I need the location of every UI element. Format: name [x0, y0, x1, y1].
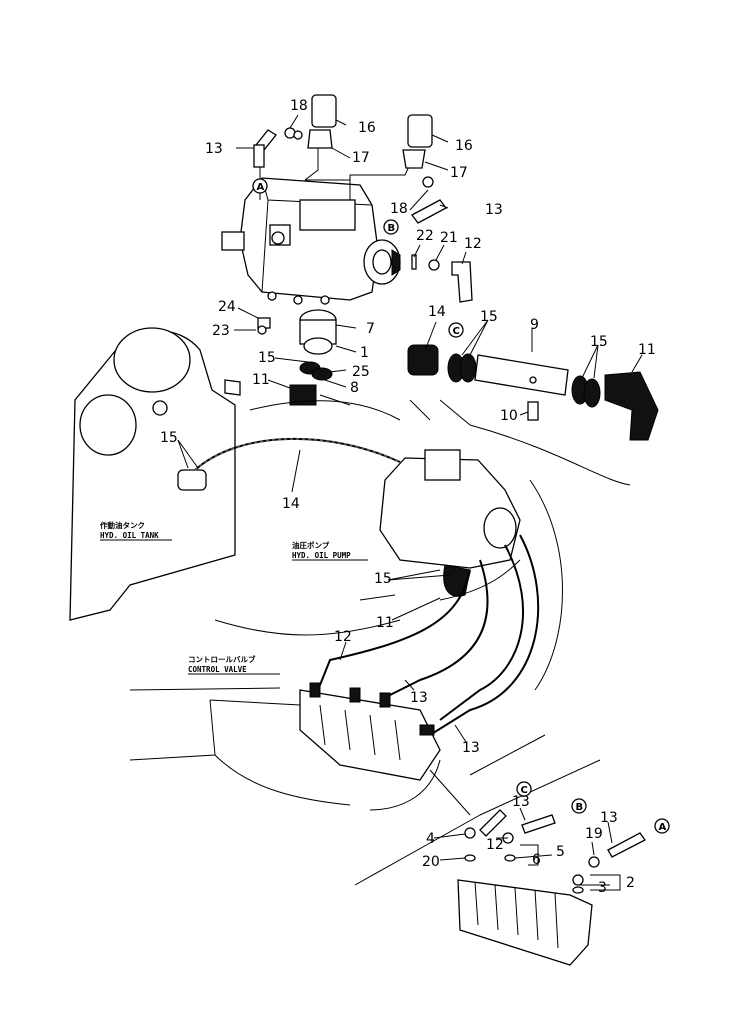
part-number: 13 [600, 810, 618, 826]
part-number: 10 [500, 408, 518, 424]
part-number: 16 [455, 138, 473, 154]
marker-a-top [252, 178, 268, 194]
control-valve-main [299, 682, 441, 781]
component-labels: 作動油タンク HYD. OIL TANK 油圧ポンプ HYD. OIL PUMP… [100, 520, 368, 675]
marker-a-bottom-label: A [659, 822, 667, 833]
marker-a-bottom [654, 818, 670, 834]
part-number: 13 [205, 141, 223, 157]
part-number: 11 [376, 615, 394, 631]
part-number: 17 [450, 165, 468, 181]
part-number: 18 [290, 98, 308, 114]
marker-b-bottom [571, 798, 587, 814]
part-number: 15 [590, 334, 608, 350]
part-number: 13 [410, 690, 428, 706]
part-number: 15 [160, 430, 178, 446]
part-number: 14 [282, 496, 300, 512]
part-number: 9 [530, 317, 539, 333]
marker-b-top-label: B [388, 223, 396, 234]
part-number: 2 [626, 875, 635, 891]
part-number: 13 [512, 794, 530, 810]
part-number: 12 [334, 629, 352, 645]
marker-a-top-label: A [257, 182, 265, 193]
part-number: 12 [464, 236, 482, 252]
part-number: 19 [585, 826, 603, 842]
part-number: 20 [422, 854, 440, 870]
detail-leader [429, 769, 471, 816]
pump-label-jp: 油圧ポンプ [292, 540, 330, 550]
part-number: 23 [212, 323, 230, 339]
part-number: 6 [532, 852, 541, 868]
part-number: 12 [486, 837, 504, 853]
marker-c-bottom [516, 781, 532, 797]
circle-markers: A B C C B A [252, 178, 670, 834]
part-number: 15 [258, 350, 276, 366]
part-number: 24 [218, 299, 236, 315]
tank-label-en: HYD. OIL TANK [100, 531, 159, 540]
part-number: 4 [426, 831, 435, 847]
pump-main [317, 449, 540, 736]
part-number: 13 [462, 740, 480, 756]
part-number: 21 [440, 230, 458, 246]
part-number-labels: 18 16 16 13 17 17 18 13 22 21 12 14 15 9… [160, 98, 656, 896]
part-number: 3 [598, 880, 607, 896]
valve-label-jp: コントロールバルブ [188, 654, 256, 664]
part-number: 18 [390, 201, 408, 217]
part-number: 8 [350, 380, 359, 396]
part-number: 17 [352, 150, 370, 166]
pump-detail-top [221, 94, 659, 441]
part-number: 1 [360, 345, 369, 361]
marker-c-bottom-label: C [521, 785, 528, 796]
valve-label-en: CONTROL VALVE [188, 665, 247, 674]
part-number: 25 [352, 364, 370, 380]
part-number: 5 [556, 844, 565, 860]
tank-label-jp: 作動油タンク [100, 520, 145, 530]
main-hoses [194, 438, 401, 471]
outline-lines [129, 394, 631, 811]
part-number: 22 [416, 228, 434, 244]
marker-b-bottom-label: B [576, 802, 584, 813]
part-number: 7 [366, 321, 375, 337]
part-number: 11 [638, 342, 656, 358]
part-number: 11 [252, 372, 270, 388]
part-number: 16 [358, 120, 376, 136]
marker-b-top [383, 219, 399, 235]
marker-c-top-label: C [453, 326, 460, 337]
hydraulic-oil-tank [69, 327, 241, 621]
number-leaders [177, 114, 643, 891]
part-number: 15 [374, 571, 392, 587]
control-valve-detail [457, 809, 646, 966]
pump-label-en: HYD. OIL PUMP [292, 551, 351, 560]
part-number: 15 [480, 309, 498, 325]
part-number: 13 [485, 202, 503, 218]
part-number: 14 [428, 304, 446, 320]
marker-c-top [448, 322, 464, 338]
